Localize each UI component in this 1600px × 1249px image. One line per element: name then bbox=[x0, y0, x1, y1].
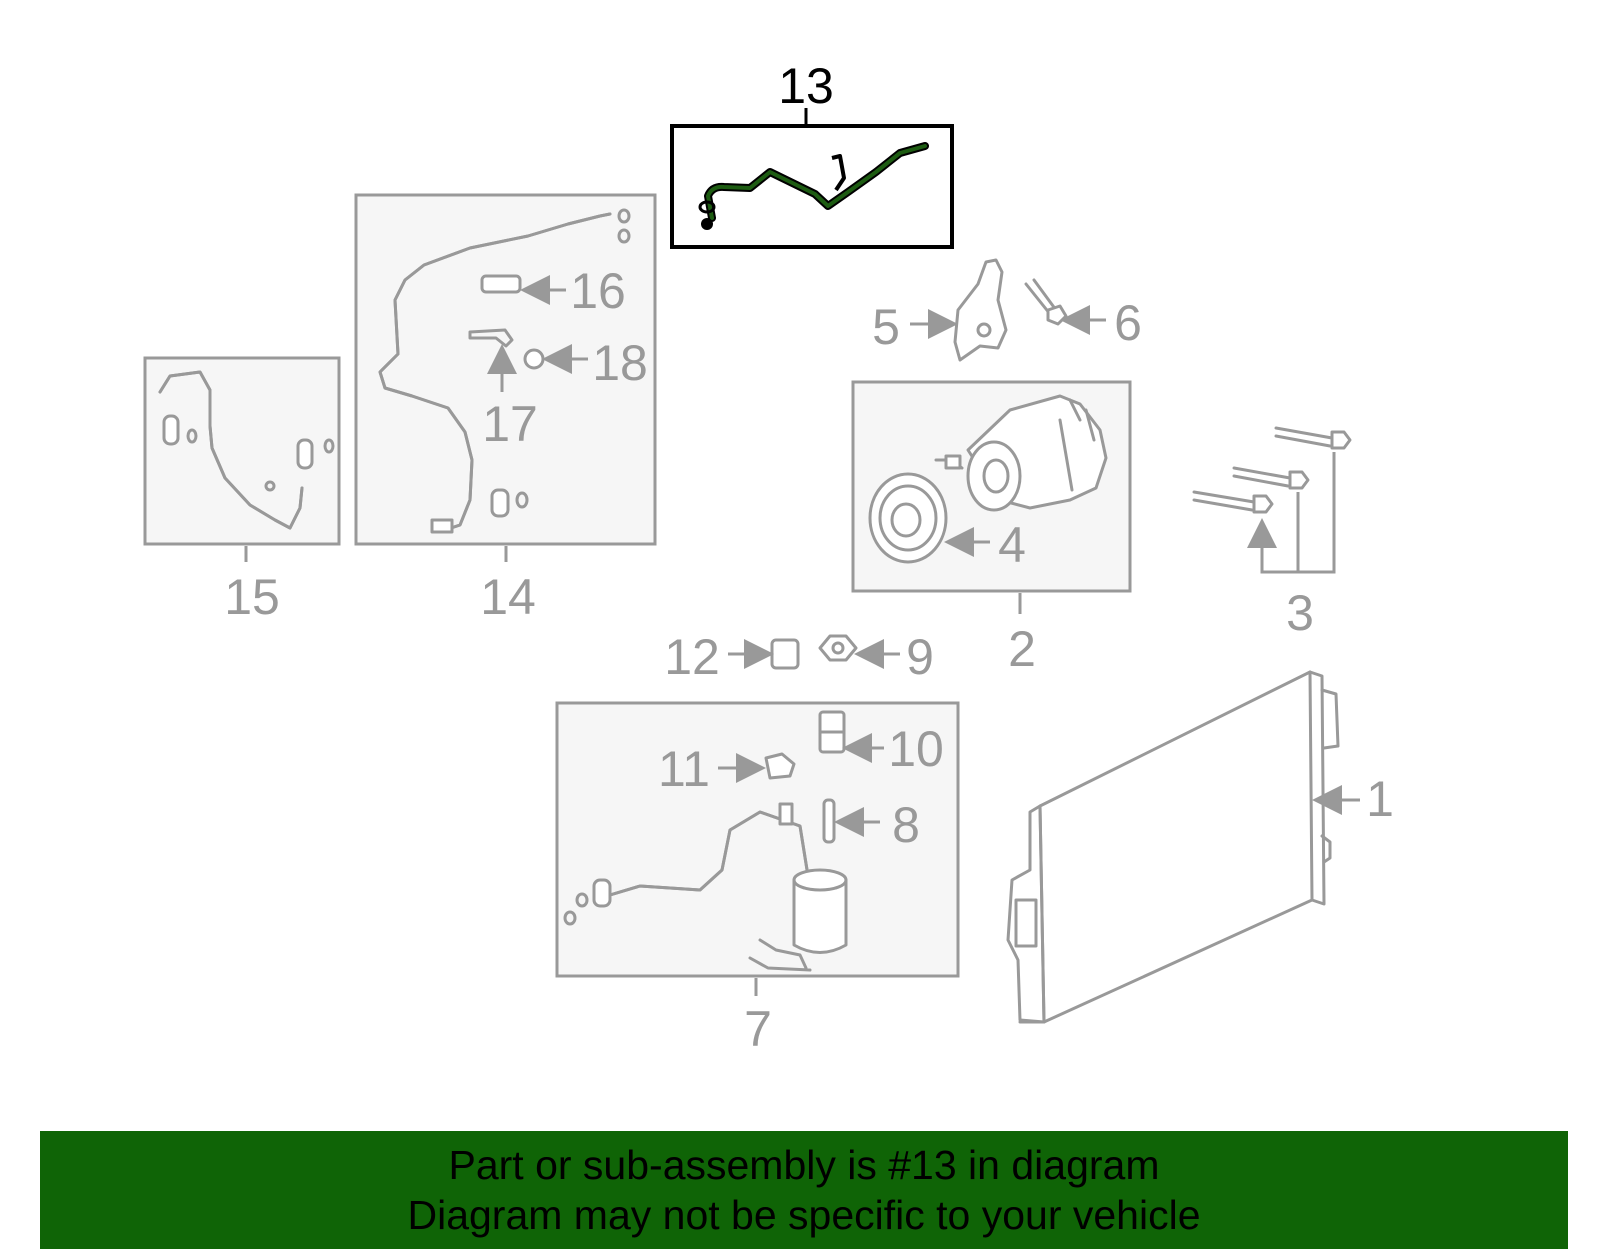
callout-13: 13 bbox=[778, 58, 834, 114]
part-14-hose[interactable] bbox=[378, 208, 631, 534]
part-4-clutch[interactable] bbox=[868, 472, 948, 564]
callout-2: 2 bbox=[1008, 621, 1036, 677]
part-9-group[interactable]: 9 bbox=[818, 629, 934, 685]
part-11-group[interactable]: 11 bbox=[658, 741, 796, 797]
part-13-hose[interactable] bbox=[698, 142, 929, 230]
banner-line-2: Diagram may not be specific to your vehi… bbox=[407, 1192, 1201, 1238]
callout-8: 8 bbox=[892, 797, 920, 853]
part-4-group[interactable]: 4 bbox=[868, 472, 1026, 573]
part-8-group[interactable]: 8 bbox=[822, 797, 920, 853]
part-5-group[interactable]: 5 bbox=[872, 258, 1008, 362]
notice-banner: Part or sub-assembly is #13 in diagram D… bbox=[40, 1131, 1568, 1249]
callout-9: 9 bbox=[906, 629, 934, 685]
callout-14: 14 bbox=[480, 569, 536, 625]
part-18-group[interactable]: 18 bbox=[523, 335, 648, 391]
part-8-oring[interactable] bbox=[822, 798, 836, 844]
part-6-bolt[interactable] bbox=[1024, 278, 1058, 316]
part-2-compressor[interactable] bbox=[934, 394, 1108, 512]
part-5-bracket[interactable] bbox=[953, 258, 1008, 362]
callout-7: 7 bbox=[744, 1001, 772, 1057]
callout-3-leader bbox=[1298, 452, 1336, 574]
callout-15: 15 bbox=[224, 569, 280, 625]
part-15-hose[interactable] bbox=[158, 370, 335, 530]
part-1-condenser[interactable] bbox=[1006, 670, 1340, 1024]
banner-line-1: Part or sub-assembly is #13 in diagram bbox=[448, 1142, 1160, 1188]
callout-12: 12 bbox=[664, 629, 720, 685]
part-12-group[interactable]: 12 bbox=[664, 629, 800, 685]
part-12-plug[interactable] bbox=[770, 638, 800, 670]
part-1-group[interactable]: 1 bbox=[1006, 670, 1394, 1024]
part-7-box bbox=[555, 701, 960, 978]
callout-5: 5 bbox=[872, 299, 900, 355]
part-13-box bbox=[670, 124, 954, 249]
callout-16: 16 bbox=[570, 263, 626, 319]
callout-4: 4 bbox=[998, 517, 1026, 573]
callout-18: 18 bbox=[592, 335, 648, 391]
part-11-plug[interactable] bbox=[764, 752, 796, 780]
part-13-group[interactable]: 13 bbox=[670, 58, 954, 249]
callout-6: 6 bbox=[1114, 295, 1142, 351]
callout-1: 1 bbox=[1366, 771, 1394, 827]
part-10-group[interactable]: 10 bbox=[818, 710, 944, 777]
part-18-cap[interactable] bbox=[523, 348, 545, 370]
part-3-bolts[interactable] bbox=[1192, 426, 1352, 514]
part-7-group[interactable]: 7 bbox=[555, 701, 960, 1057]
callout-3: 3 bbox=[1286, 585, 1314, 641]
part-9-nut[interactable] bbox=[818, 634, 858, 662]
part-7-drier[interactable] bbox=[563, 802, 848, 972]
part-16-group[interactable]: 16 bbox=[480, 263, 626, 319]
callout-17: 17 bbox=[482, 396, 538, 452]
part-6-group[interactable]: 6 bbox=[1024, 278, 1142, 351]
part-17-group[interactable]: 17 bbox=[468, 328, 538, 452]
callout-11: 11 bbox=[658, 741, 710, 797]
part-3-group[interactable]: 3 bbox=[1192, 426, 1352, 641]
callout-10: 10 bbox=[888, 721, 944, 777]
part-16-switch[interactable] bbox=[480, 274, 522, 294]
part-15-group[interactable]: 15 bbox=[143, 356, 341, 625]
